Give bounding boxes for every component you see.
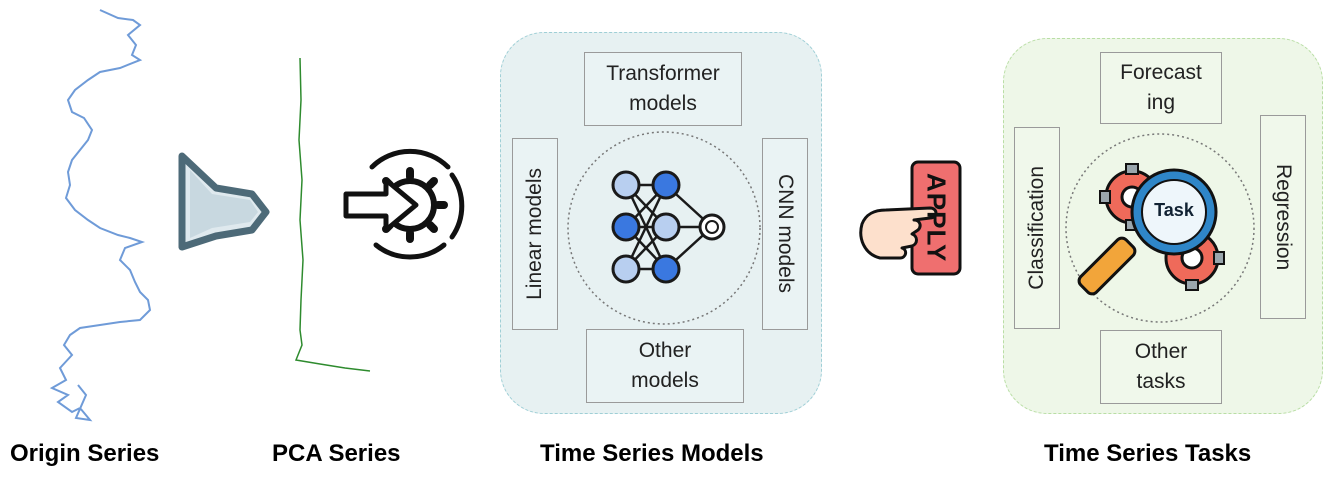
pca-series-caption: PCA Series — [272, 440, 401, 467]
pca-series-line — [294, 57, 371, 372]
cnn-models-box: CNN models — [762, 138, 808, 330]
tasks-caption: Time Series Tasks — [1044, 440, 1252, 467]
models-caption: Time Series Models — [540, 440, 764, 467]
origin-series-caption: Origin Series — [10, 440, 160, 467]
nn-node — [705, 220, 719, 234]
apply-text: APPLY — [921, 173, 952, 263]
task-center-label: Task — [1154, 200, 1194, 220]
regression-box: Regression — [1260, 115, 1306, 319]
nn-node — [611, 212, 641, 242]
nn-node — [651, 170, 681, 200]
origin-series-line — [49, 9, 152, 422]
nn-node — [651, 212, 681, 242]
classification-box: Classification — [1014, 127, 1060, 329]
linear-models-box: Linear models — [512, 138, 558, 330]
nn-node — [651, 254, 681, 284]
nn-node — [611, 170, 641, 200]
nn-node — [611, 254, 641, 284]
